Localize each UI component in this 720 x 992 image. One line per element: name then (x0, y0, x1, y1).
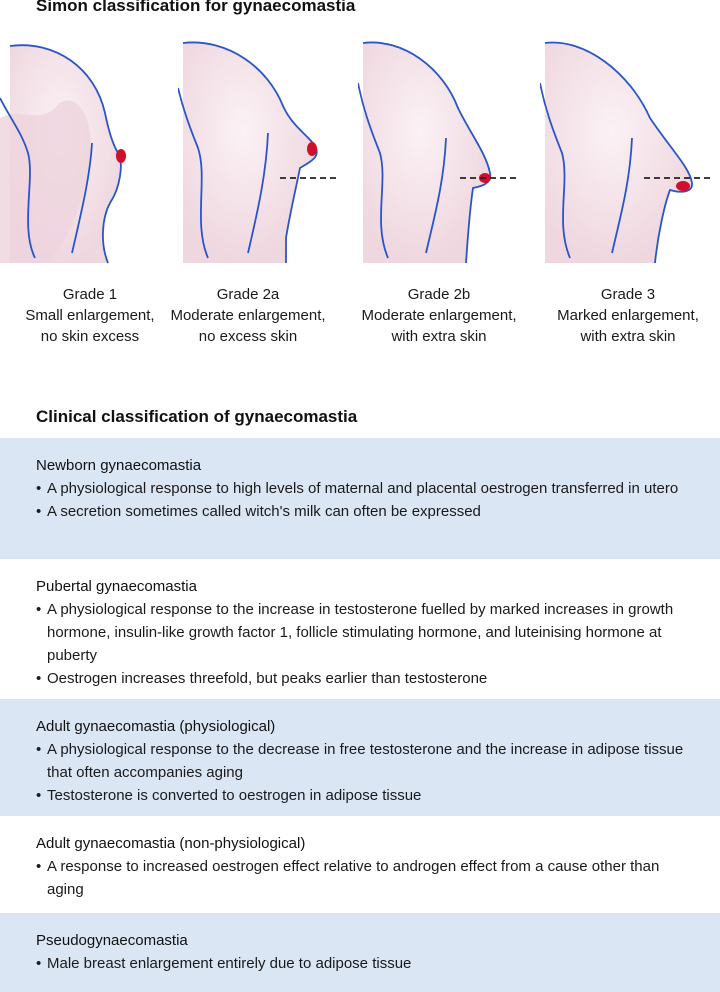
bullet-item: A physiological response to the increase… (36, 598, 694, 667)
nipple-marker (116, 149, 126, 163)
classification-row-pubertal: Pubertal gynaecomastia A physiological r… (0, 559, 720, 699)
clinical-classification-title: Clinical classification of gynaecomastia (36, 407, 358, 426)
bullet-list: Male breast enlargement entirely due to … (36, 952, 694, 975)
bullet-item: A physiological response to the decrease… (36, 738, 694, 784)
grade-2a-label: Grade 2a Moderate enlargement, no excess… (158, 284, 338, 347)
arm-outline (71, 142, 93, 254)
grade-description: with extra skin (580, 328, 676, 345)
classification-row-pseudogynaecomastia: Pseudogynaecomastia Male breast enlargem… (0, 913, 720, 992)
bullet-item: Oestrogen increases threefold, but peaks… (36, 667, 694, 690)
classification-row-adult-physiological: Adult gynaecomastia (physiological) A ph… (0, 699, 720, 816)
grade-3-illustration (540, 41, 710, 264)
torso-shape (545, 42, 693, 264)
arm-outline (247, 132, 269, 254)
grade-description: Moderate enlargement, (170, 307, 326, 324)
grade-1-figure (0, 28, 180, 278)
grade-description: Moderate enlargement, (361, 307, 517, 324)
grade-description: Small enlargement, (25, 307, 155, 324)
back-outline (358, 82, 389, 259)
grade-2b-illustration (358, 41, 518, 264)
row-title: Adult gynaecomastia (physiological) (36, 718, 276, 735)
row-title: Pubertal gynaecomastia (36, 578, 197, 595)
grade-description: no skin excess (40, 328, 140, 345)
grade-2b-label: Grade 2b Moderate enlargement, with extr… (349, 284, 529, 347)
grade-description: with extra skin (391, 328, 487, 345)
row-title: Pseudogynaecomastia (36, 932, 188, 949)
bullet-list: A response to increased oestrogen effect… (36, 855, 694, 901)
row-title: Adult gynaecomastia (non-physiological) (36, 835, 306, 852)
grade-3-label: Grade 3 Marked enlargement, with extra s… (538, 284, 718, 347)
torso-shape (363, 42, 491, 264)
clinical-classification-table: Newborn gynaecomastia A physiological re… (0, 438, 720, 992)
grade-title: Grade 3 (600, 286, 656, 303)
bullet-item: A physiological response to high levels … (36, 477, 694, 500)
classification-row-newborn: Newborn gynaecomastia A physiological re… (0, 438, 720, 559)
grade-title: Grade 2a (216, 286, 280, 303)
grade-3-figure (540, 28, 720, 278)
grade-1-label: Grade 1 Small enlargement, no skin exces… (0, 284, 180, 347)
classification-row-adult-non-physiological: Adult gynaecomastia (non-physiological) … (0, 816, 720, 913)
arm-outline (425, 137, 447, 254)
bullet-list: A physiological response to the decrease… (36, 738, 694, 807)
torso-shape (183, 42, 317, 264)
bullet-item: Testosterone is converted to oestrogen i… (36, 784, 694, 807)
grade-2a-figure (178, 28, 358, 278)
nipple-marker (676, 181, 690, 191)
grade-description: Marked enlargement, (557, 307, 699, 324)
simon-classification-title: Simon classification for gynaecomastia (36, 0, 356, 15)
bullet-item: A response to increased oestrogen effect… (36, 855, 694, 901)
grade-description: no excess skin (198, 328, 298, 345)
bullet-item: A secretion sometimes called witch's mil… (36, 500, 694, 523)
grade-2a-illustration (178, 41, 338, 264)
bullet-list: A physiological response to high levels … (36, 477, 694, 523)
grade-title: Grade 1 (62, 286, 118, 303)
chest-outline (362, 41, 492, 264)
back-outline (0, 97, 36, 259)
bullet-item: Male breast enlargement entirely due to … (36, 952, 694, 975)
nipple-marker (307, 142, 317, 156)
grade-2b-figure (358, 28, 538, 278)
bullet-list: A physiological response to the increase… (36, 598, 694, 690)
chest-outline (544, 41, 693, 264)
row-title: Newborn gynaecomastia (36, 457, 202, 474)
arm-outline (611, 137, 633, 254)
back-outline (540, 82, 571, 259)
grade-1-illustration (0, 44, 126, 264)
chest-outline (9, 44, 122, 264)
back-outline (178, 87, 209, 259)
grade-title: Grade 2b (407, 286, 471, 303)
